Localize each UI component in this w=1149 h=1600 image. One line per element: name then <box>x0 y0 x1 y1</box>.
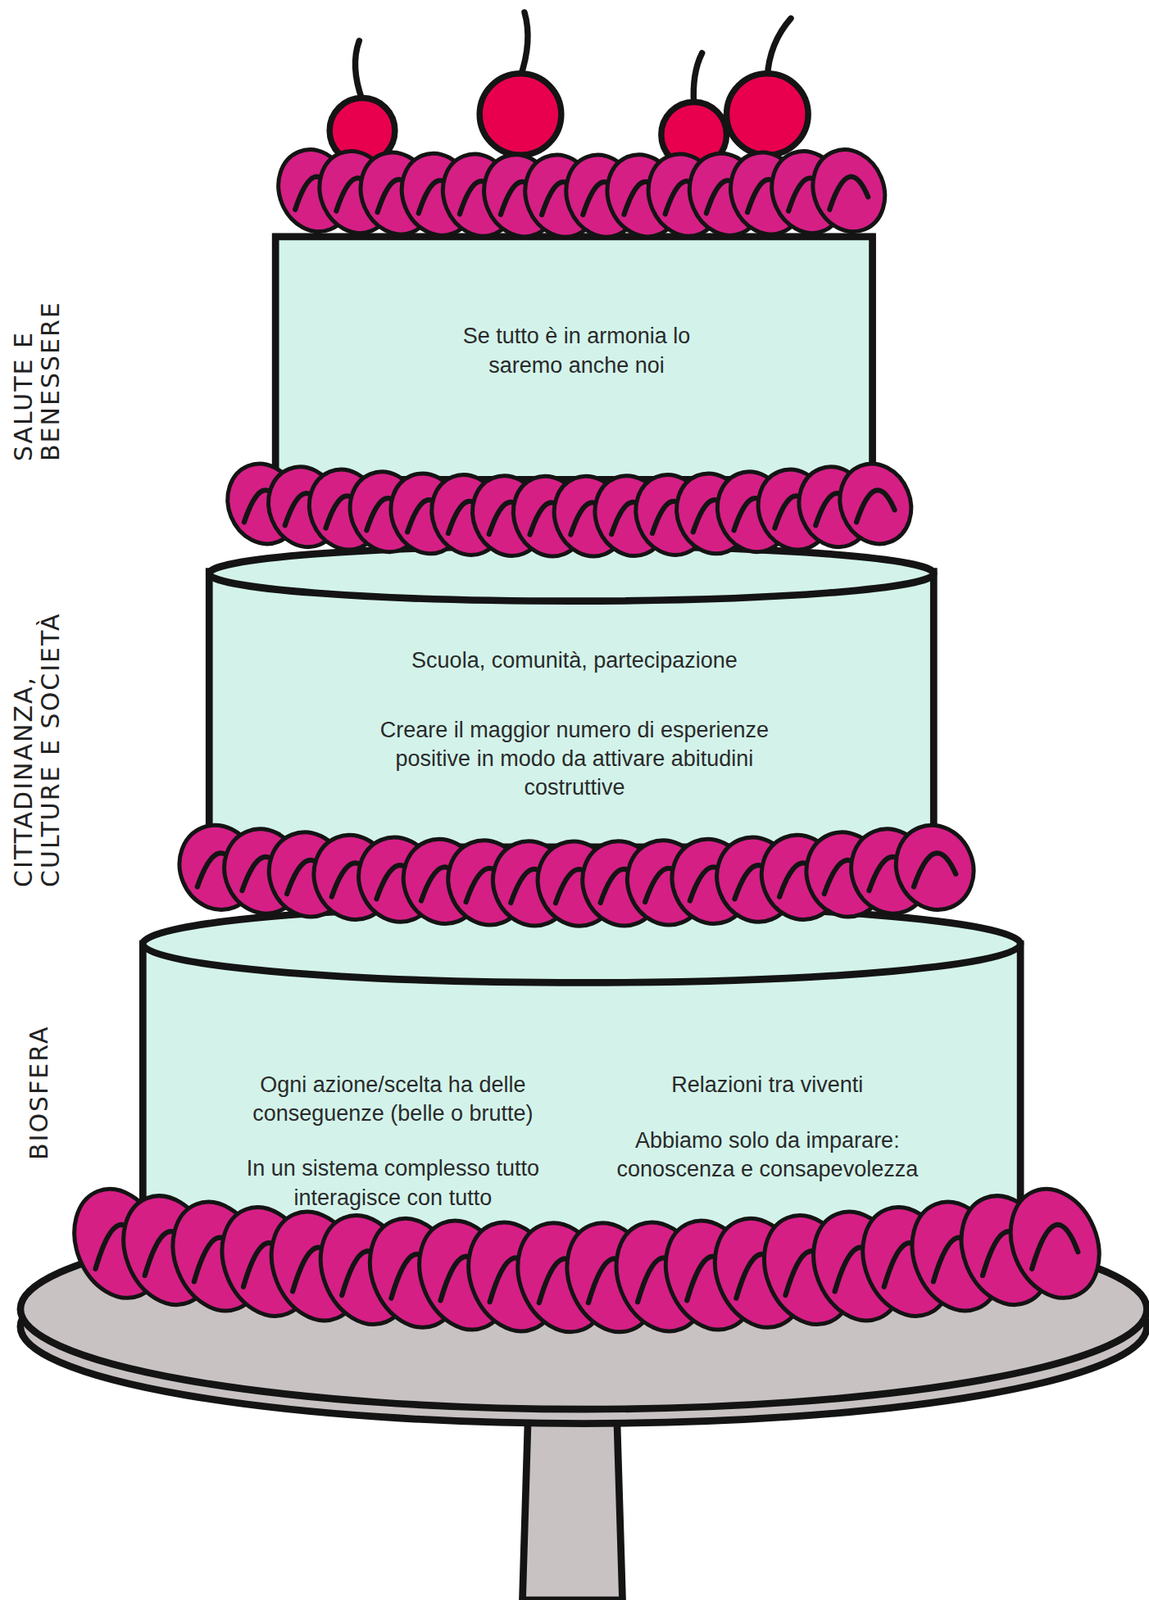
tier-text: Se tutto è in armonia lo saremo anche no… <box>423 322 731 380</box>
cherry-stem <box>693 53 702 105</box>
frosting <box>215 453 923 568</box>
cherry <box>479 73 562 156</box>
frosting-swirl <box>800 138 897 243</box>
frosting-line <box>856 490 895 523</box>
frosting <box>167 813 987 939</box>
cake-tier: SALUTE E BENESSERESe tutto è in armonia … <box>275 232 872 480</box>
frosting <box>266 138 897 248</box>
cherry-stem <box>354 40 363 100</box>
frosting <box>59 1176 1116 1346</box>
frosting-swirl <box>827 453 923 555</box>
frosting-line <box>1031 1225 1078 1270</box>
tier-text: Ogni azione/scelta ha delle conseguenze … <box>206 1071 579 1129</box>
tier-text: Relazioni tra viventi <box>594 1071 941 1100</box>
cherries <box>329 12 809 168</box>
frosting-swirl <box>994 1176 1115 1312</box>
tier-top <box>208 545 934 601</box>
cherry-stem <box>520 12 528 77</box>
tier-heading: SALUTE E BENESSERE <box>9 248 64 462</box>
top-tier-art <box>275 236 872 480</box>
tier-heading: CITTADINANZA, CULTURE E SOCIETÀ <box>9 584 64 888</box>
cake-tier: CITTADINANZA, CULTURE E SOCIETÀScuola, c… <box>208 550 934 847</box>
frosting-swirl <box>883 813 986 922</box>
middle-tier-art <box>208 545 934 847</box>
tier-text: Scuola, comunità, partecipazione <box>329 646 820 676</box>
frosting-line <box>829 177 868 210</box>
tier-body <box>275 236 872 480</box>
cherry <box>726 73 809 156</box>
tier-body <box>208 572 934 848</box>
tier-heading: BIOSFERA <box>25 947 53 1161</box>
tier-text: Abbiamo solo da imparare: conoscenza e c… <box>599 1126 936 1185</box>
tier-text: In un sistema complesso tutto interagisc… <box>217 1154 570 1213</box>
tier-text: Creare il maggior numero di esperienze p… <box>370 716 779 803</box>
stand-stem <box>522 1398 623 1600</box>
frosting-line <box>913 853 956 887</box>
cherry-stem <box>767 18 791 77</box>
cake-tier: BIOSFERAOgni azione/scelta ha delle cons… <box>142 912 1021 1250</box>
